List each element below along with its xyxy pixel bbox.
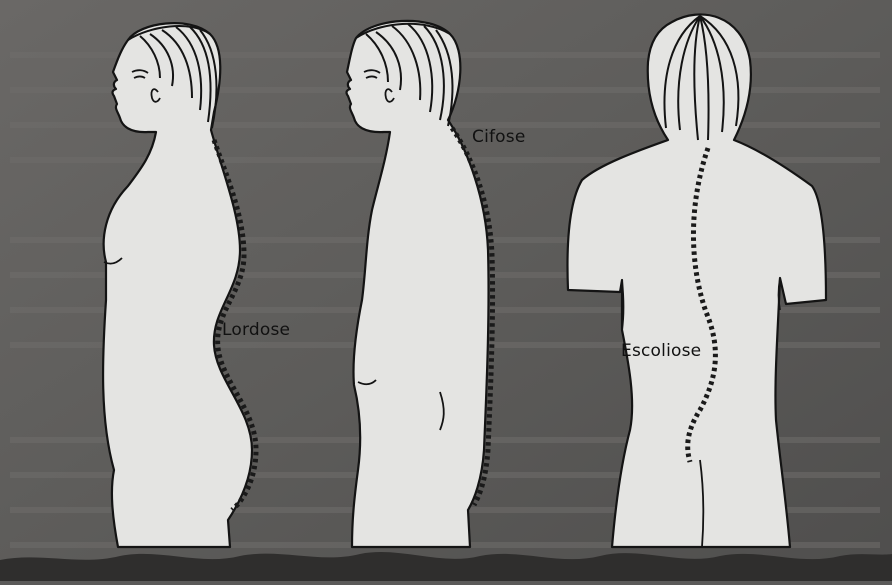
kyphosis-label: Cifose xyxy=(472,127,526,147)
lordosis-label: Lordose xyxy=(222,320,290,340)
scoliosis-label: Escoliose xyxy=(621,341,701,361)
